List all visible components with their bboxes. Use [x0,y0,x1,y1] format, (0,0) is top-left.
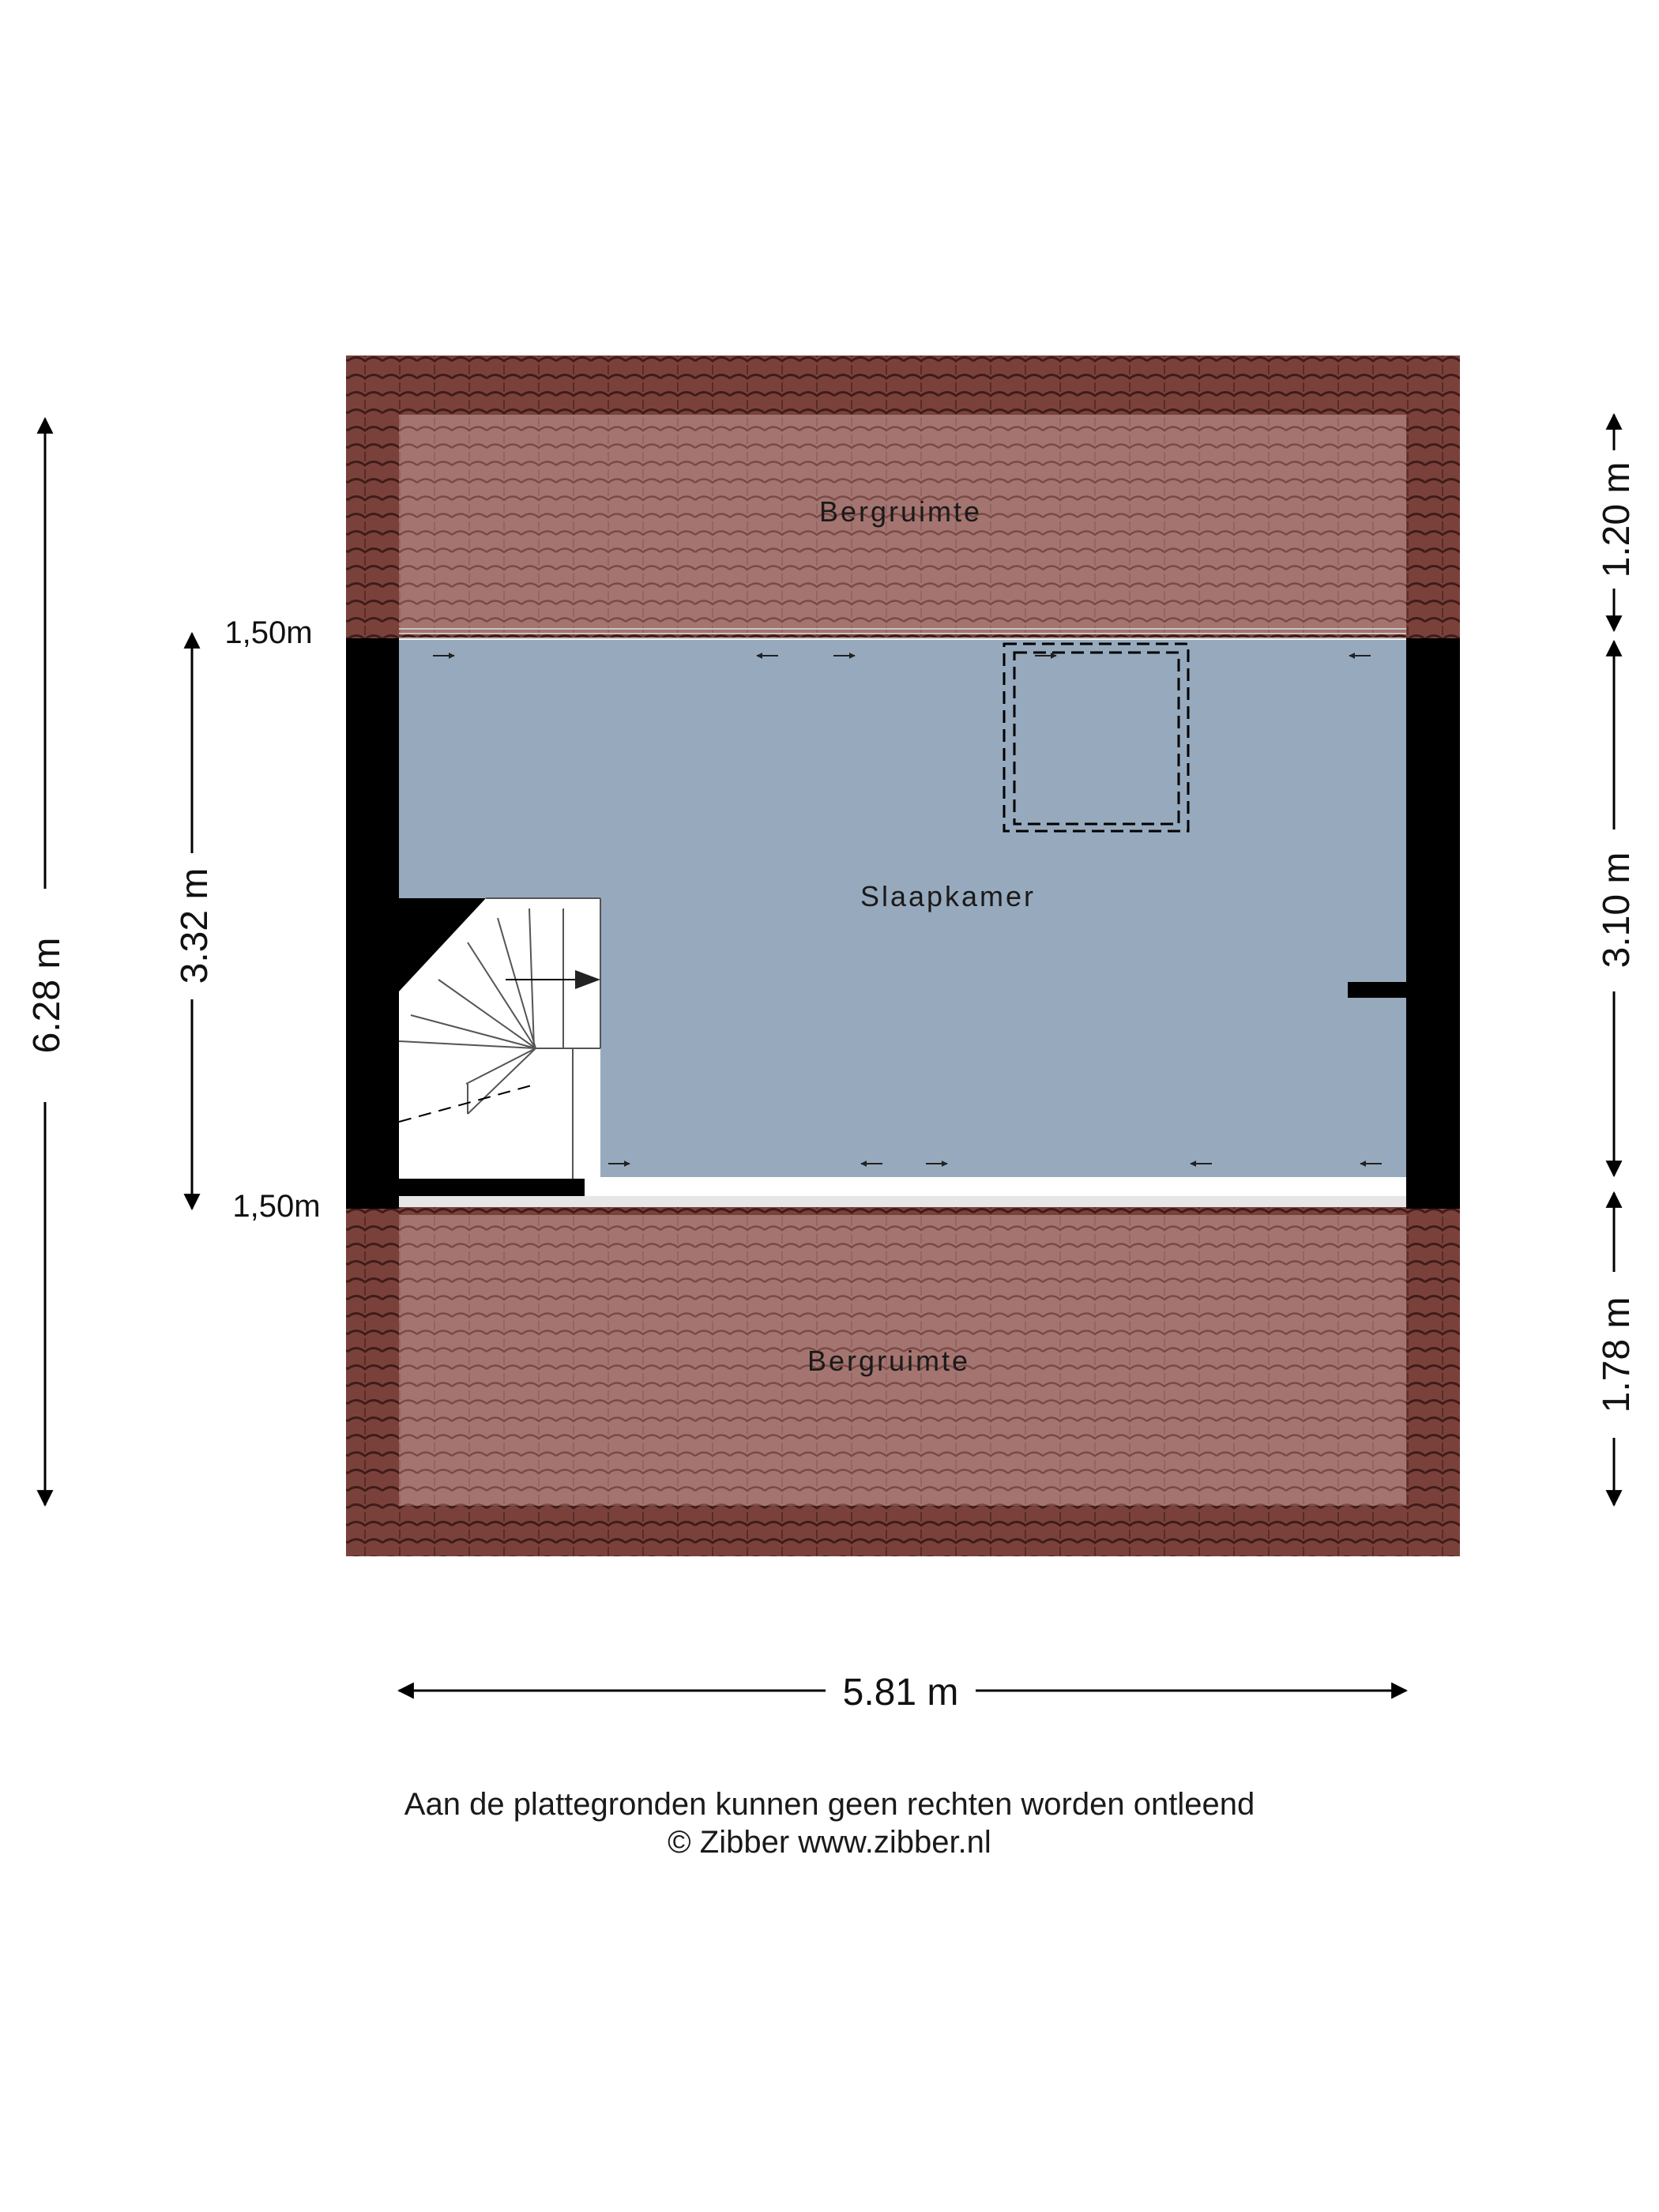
left-wall [346,638,399,1209]
slope-arrows [433,653,1382,1167]
bottom-wall-segment [399,1179,585,1196]
dimension-label-right-bottom: 1.78 m [1596,1297,1638,1413]
knee-wall-light [399,1196,1406,1207]
room-label-bedroom: Slaapkamer [860,880,1036,912]
dimension-label-right-middle: 3.10 m [1596,852,1638,969]
wall-stub [1348,982,1406,998]
dimension-label-room-depth: 3.32 m [174,868,216,984]
ceiling-height-lower: 1,50m [232,1189,320,1224]
room-label-top-storage: Bergruimte [819,495,982,528]
right-wall [1406,638,1460,1209]
storage-top-area [399,415,1406,634]
room-label-bottom-storage: Bergruimte [807,1345,970,1377]
dimension-label-width: 5.81 m [843,1672,959,1714]
ceiling-height-upper: 1,50m [224,615,312,650]
eave-lines-bottom [585,1179,1406,1187]
footer-disclaimer: Aan de plattegronden kunnen geen rechten… [404,1787,1255,1822]
eave-lines-top [399,628,1406,639]
staircase [398,897,601,1179]
dimension-label-right-top: 1.20 m [1596,462,1638,578]
storage-bottom-area [399,1215,1406,1506]
skylight [1003,642,1190,833]
footer-copyright: © Zibber www.zibber.nl [668,1825,991,1860]
dimension-label-total-height: 6.28 m [26,938,68,1054]
